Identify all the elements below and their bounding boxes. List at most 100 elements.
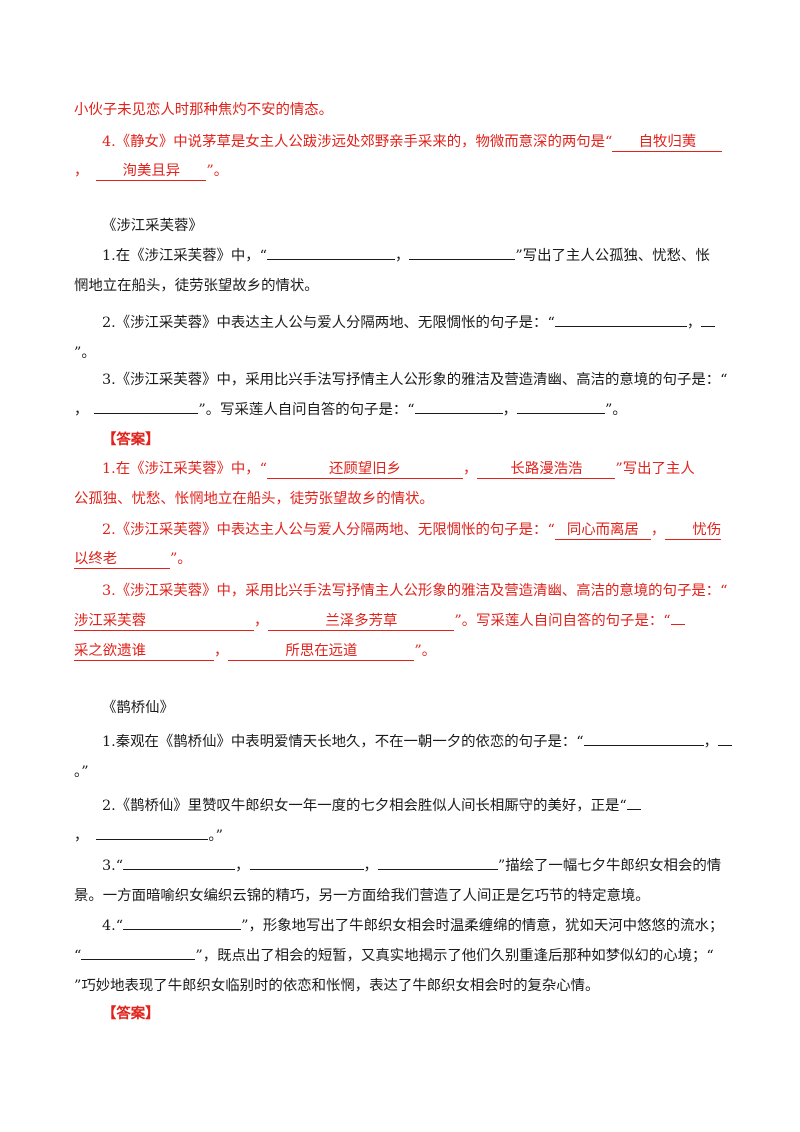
separator: ，	[395, 248, 410, 264]
answer-label-text: 【答案】	[102, 431, 160, 448]
answer-text: ”。写采莲人自问自答的句子是：“	[454, 613, 671, 629]
separator: ，	[235, 858, 250, 874]
suffix: ”。	[206, 163, 229, 179]
answer-line: 涉江采芙蓉 ， 兰泽多芳草 ”。写采莲人自问自答的句子是：“	[74, 611, 685, 631]
fill-blank	[249, 869, 364, 870]
answer-text: 涉江采芙蓉	[74, 613, 146, 629]
answer-line: 公孤独、忧愁、怅惘地立在船头，徒劳张望故乡的情状。	[74, 489, 434, 509]
separator: ，	[74, 402, 89, 418]
question-text: ”。	[74, 345, 96, 361]
answer-text: 兰泽多芳草	[325, 613, 398, 629]
fill-blank	[96, 839, 209, 840]
separator: ，	[74, 828, 89, 844]
answer-blank: 涉江采芙蓉	[74, 612, 254, 631]
question-text: 2.《涉江采芙蓉》中表达主人公与爱人分隔两地、无限惆怅的句子是：“	[102, 315, 555, 331]
question-text: ”巧妙地表现了牛郎织女临别时的依恋和怅惘，表达了牛郎织女相会时的复杂心情。	[74, 978, 600, 994]
fill-blank	[81, 959, 196, 960]
question-text: “	[74, 948, 82, 964]
fill-blank	[377, 869, 498, 870]
answer-text: 同心而离居	[566, 522, 639, 538]
separator: ，	[363, 858, 378, 874]
question-text: 3.《涉江采芙蓉》中，采用比兴手法写抒情主人公形象的雅洁及营造清幽、高洁的意境的…	[102, 372, 728, 388]
answer-text: 还顾望旧乡	[329, 461, 401, 477]
question-line: 2.《鹊桥仙》里赞叹牛郎织女一年一度的七夕相会胜似人间长相厮守的美好，正是“	[102, 796, 641, 816]
answer-blank: 洵美且异	[96, 162, 207, 181]
answer-line: 采之欲遗谁，所思在远道”。	[74, 641, 436, 661]
answer-text: 自牧归荑	[638, 134, 697, 150]
suffix: ”。	[605, 402, 627, 418]
question-line: 1.秦观在《鹊桥仙》中表明爱情天长地久，不在一朝一夕的依恋的句子是：“，	[102, 732, 732, 752]
question-text: ”，形象地写出了牛郎织女相会时温柔缠绵的情意，犹如天河中悠悠的流水；	[241, 918, 724, 934]
intro-line: 小伙子未见恋人时那种焦灼不安的情态。	[74, 100, 333, 120]
answer-prefix: 2.《涉江采芙蓉》中表达主人公与爱人分隔两地、无限惆怅的句子是：“	[102, 522, 555, 538]
answer-text: 3.《涉江采芙蓉》中，采用比兴手法写抒情主人公形象的雅洁及营造清幽、高洁的意境的…	[102, 583, 728, 599]
question-text: 4.“	[102, 918, 124, 934]
answer-text: 所思在远道	[285, 643, 358, 659]
fill-blank	[517, 413, 605, 414]
intro-q4-prefix: 4.《静女》中说茅草是女主人公跋涉远处郊野亲手采来的，物微而意深的两句是“	[102, 134, 613, 150]
answer-text: 长路漫浩浩	[510, 461, 583, 477]
question-text: ”写出了主人公孤独、忧愁、怅	[515, 248, 710, 264]
question-text: ”，既点出了相会的短暂，又真实地揭示了他们久别重逢后那种如梦似幻的心境；“	[195, 948, 714, 964]
separator: ，	[74, 163, 89, 179]
answer-line: 3.《涉江采芙蓉》中，采用比兴手法写抒情主人公形象的雅洁及营造清幽、高洁的意境的…	[102, 581, 728, 601]
answer-blank: 同心而离居	[554, 521, 651, 540]
separator: ，	[214, 643, 229, 659]
answer-blank: 采之欲遗谁	[74, 642, 214, 661]
fill-blank	[554, 326, 687, 327]
fill-blank	[267, 259, 395, 260]
section-title: 《鹊桥仙》	[102, 698, 174, 718]
fill-blank	[626, 809, 641, 810]
question-line: 惘地立在船头，徒劳张望故乡的情状。	[74, 276, 319, 296]
answer-label: 【答案】	[102, 430, 160, 450]
answer-blank	[670, 624, 685, 625]
section-title-text: 《鹊桥仙》	[102, 700, 174, 716]
fill-blank	[123, 869, 236, 870]
answer-text: 公孤独、忧愁、怅惘地立在船头，徒劳张望故乡的情状。	[74, 491, 434, 507]
question-line: 2.《涉江采芙蓉》中表达主人公与爱人分隔两地、无限惆怅的句子是：“ ，	[102, 313, 716, 333]
intro-text: 小伙子未见恋人时那种焦灼不安的情态。	[74, 102, 334, 118]
section-title-text: 《涉江采芙蓉》	[102, 218, 203, 234]
question-line: 4.“ ”，形象地写出了牛郎织女相会时温柔缠绵的情意，犹如天河中悠悠的流水；	[102, 916, 723, 936]
separator: ，	[502, 402, 517, 418]
question-text: 景。一方面暗喻织女编织云锦的精巧，另一方面给我们营造了人间正是乞巧节的特定意境。	[74, 888, 650, 904]
question-text: 。”	[74, 764, 89, 780]
answer-line: 2.《涉江采芙蓉》中表达主人公与爱人分隔两地、无限惆怅的句子是：“ 同心而离居 ， 忧…	[102, 520, 722, 540]
question-line: “ ”，既点出了相会的短暂，又真实地揭示了他们久别重逢后那种如梦似幻的心境；“	[74, 946, 714, 966]
question-line: 3.《涉江采芙蓉》中，采用比兴手法写抒情主人公形象的雅洁及营造清幽、高洁的意境的…	[102, 370, 728, 390]
question-text: 1.秦观在《鹊桥仙》中表明爱情天长地久，不在一朝一夕的依恋的句子是：“	[102, 734, 584, 750]
question-text: 惘地立在船头，徒劳张望故乡的情状。	[74, 278, 319, 294]
answer-line: 以终老”。	[74, 549, 192, 569]
answer-label: 【答案】	[102, 1004, 160, 1024]
answer-blank: 长路漫浩浩	[477, 460, 616, 479]
question-text: 2.《鹊桥仙》里赞叹牛郎织女一年一度的七夕相会胜似人间长相厮守的美好，正是“	[102, 798, 627, 814]
answer-prefix: 1.在《涉江采芙蓉》中，“	[102, 461, 267, 477]
separator: ，	[463, 461, 478, 477]
answer-blank: 以终老	[74, 550, 170, 569]
question-text: ”。写采莲人自问自答的句子是：“	[198, 402, 415, 418]
answer-line: 1.在《涉江采芙蓉》中，“ 还顾望旧乡 ， 长路漫浩浩 ”写出了主人	[102, 459, 695, 479]
question-line: 3.“ ， ， ”描绘了一幅七夕牛郎织女相会的情	[102, 856, 721, 876]
answer-text: 忧伤	[692, 522, 722, 538]
answer-text: 以终老	[74, 551, 118, 567]
question-text: 1.在《涉江采芙蓉》中，“	[102, 248, 267, 264]
separator: ，	[254, 613, 269, 629]
question-line: 景。一方面暗喻织女编织云锦的精巧，另一方面给我们营造了人间正是乞巧节的特定意境。	[74, 886, 650, 906]
question-text: 3.“	[102, 858, 124, 874]
question-line: ”巧妙地表现了牛郎织女临别时的依恋和怅惘，表达了牛郎织女相会时的复杂心情。	[74, 976, 599, 996]
answer-blank: 兰泽多芳草	[268, 612, 455, 631]
fill-blank	[414, 413, 503, 414]
answer-label-text: 【答案】	[102, 1005, 160, 1022]
separator: ，	[686, 315, 702, 331]
intro-q4-line2: ， 洵美且异 ”。	[74, 161, 228, 181]
fill-blank	[583, 745, 704, 746]
answer-suffix: ”写出了主人	[615, 461, 695, 477]
fill-blank	[701, 326, 716, 327]
suffix: 。”	[208, 828, 223, 844]
answer-text: 洵美且异	[122, 163, 181, 179]
section-title: 《涉江采芙蓉》	[102, 216, 203, 236]
question-text: ”描绘了一幅七夕牛郎织女相会的情	[497, 858, 722, 874]
question-line: 1.在《涉江采芙蓉》中，“ ， ”写出了主人公孤独、忧愁、怅	[102, 246, 710, 266]
separator: ，	[650, 522, 666, 538]
